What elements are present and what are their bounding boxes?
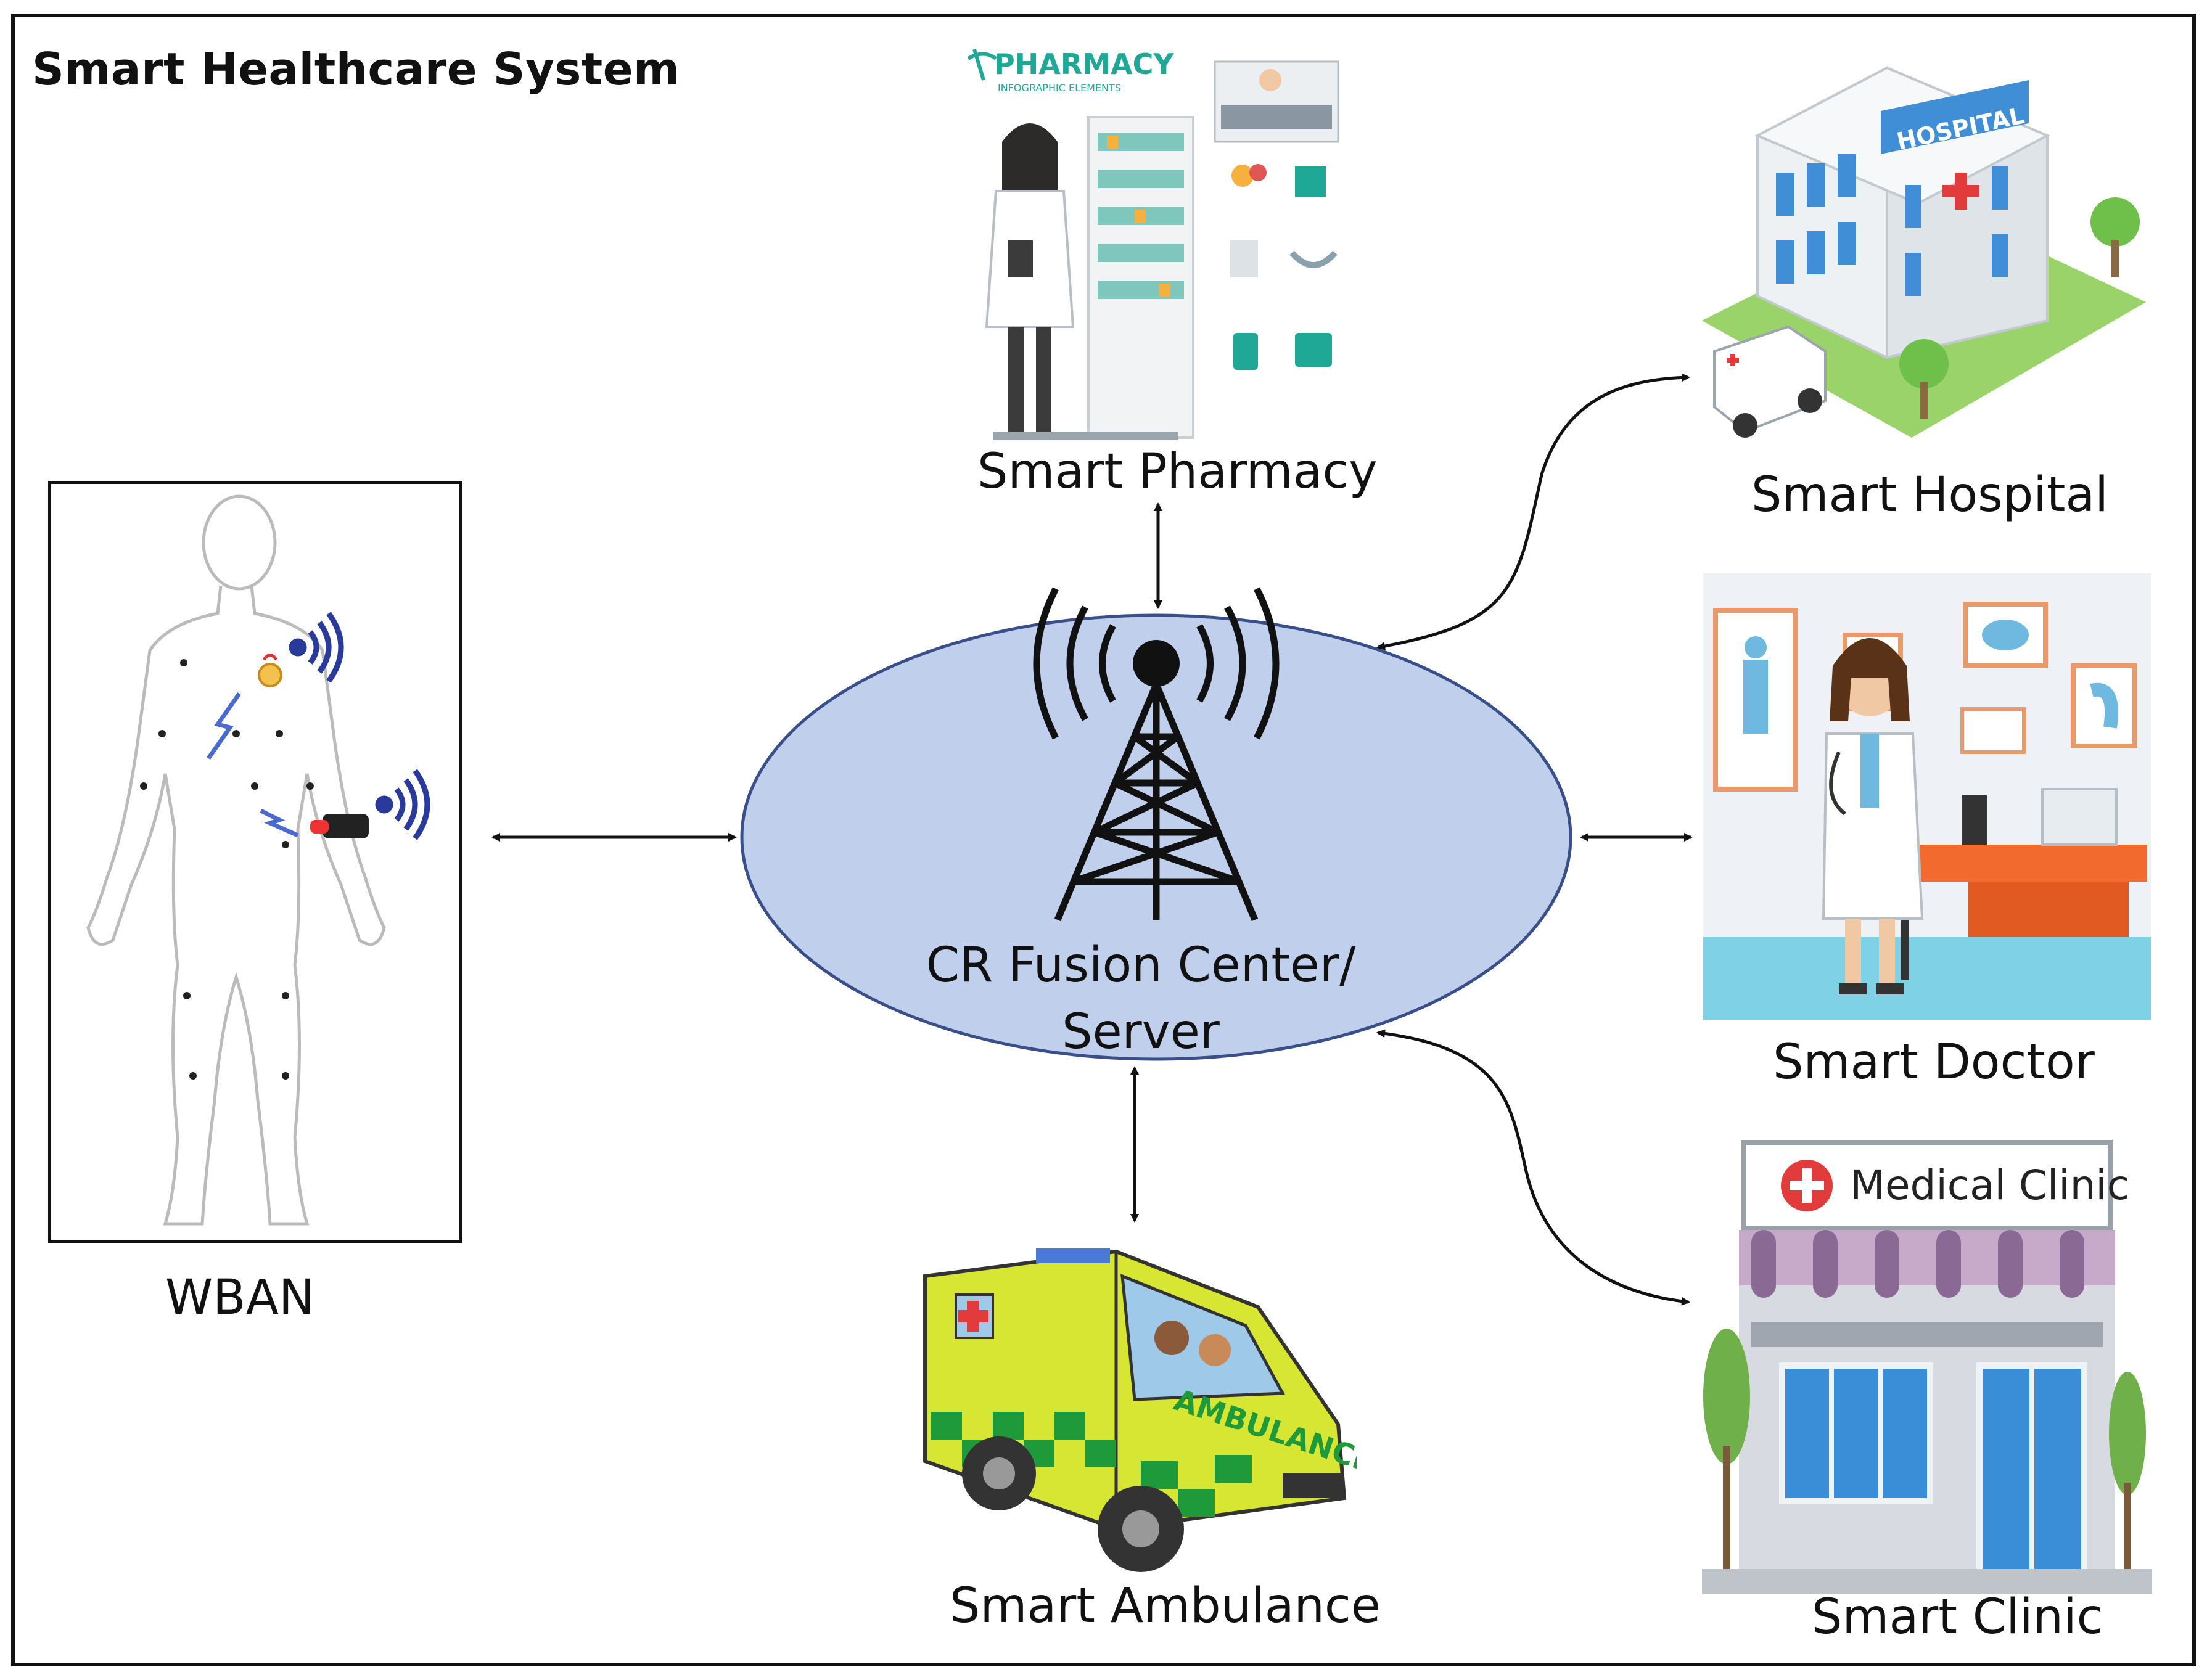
clinic-image: Medical Clinic <box>1702 1137 2152 1594</box>
ambulance-image: AMBULANCE <box>913 1239 1378 1584</box>
clinic-label: Smart Clinic <box>1812 1589 2103 1645</box>
radio-tower-icon <box>1033 587 1280 922</box>
pharmacy-label: Smart Pharmacy <box>977 444 1378 499</box>
ambulance-label: Smart Ambulance <box>950 1578 1381 1634</box>
svg-text:Medical Clinic: Medical Clinic <box>1850 1162 2129 1209</box>
svg-text:INFOGRAPHIC ELEMENTS: INFOGRAPHIC ELEMENTS <box>998 82 1121 94</box>
hospital-image: HOSPITAL <box>1702 31 2146 462</box>
connector-clinic <box>1376 1029 1690 1306</box>
wban-box <box>48 481 462 1243</box>
pharmacy-image: PHARMACY INFOGRAPHIC ELEMENTS <box>950 37 1357 444</box>
fusion-center-label-1: CR Fusion Center/ <box>926 938 1356 993</box>
doctor-label: Smart Doctor <box>1773 1035 2095 1090</box>
connector-hospital <box>1376 373 1690 650</box>
fusion-center-label-2: Server <box>1062 1004 1220 1060</box>
connector-arrows <box>491 373 1693 1306</box>
svg-text:PHARMACY: PHARMACY <box>994 47 1174 81</box>
body-sensor-icon <box>86 494 430 1226</box>
diagram-title: Smart Healthcare System <box>32 43 680 95</box>
wban-label: WBAN <box>165 1270 315 1326</box>
hospital-label: Smart Hospital <box>1751 467 2108 523</box>
doctor-image <box>1703 573 2151 1020</box>
